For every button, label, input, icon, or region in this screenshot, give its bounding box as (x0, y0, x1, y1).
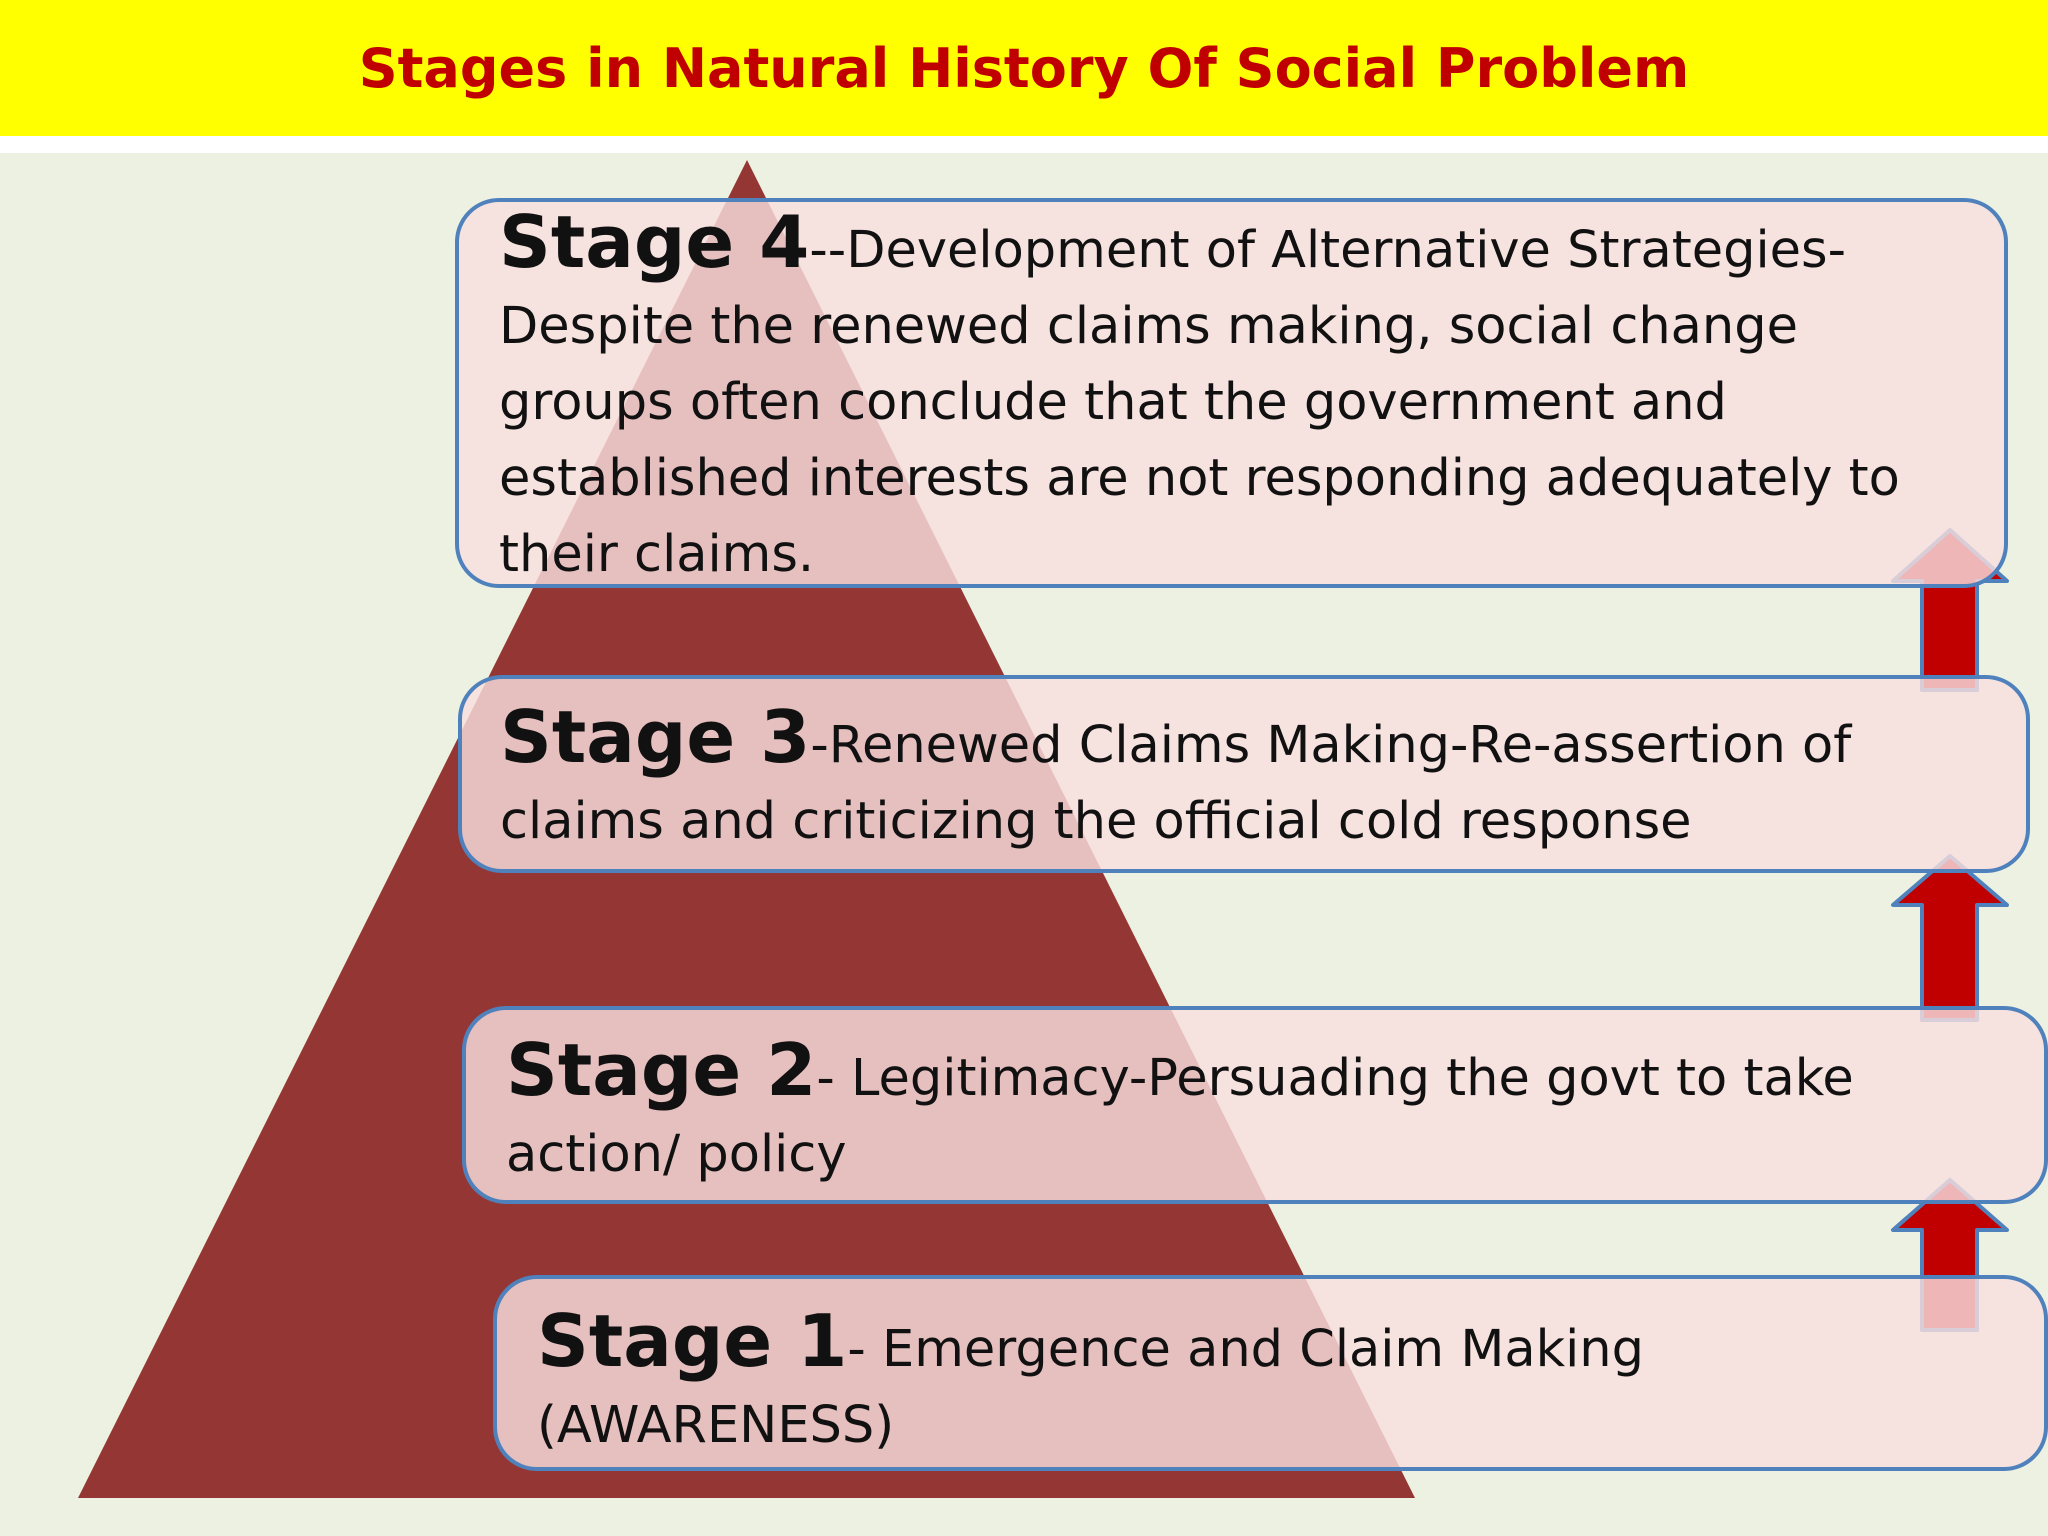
stage-4-label: Stage 4 (499, 200, 810, 284)
stage-1-box: Stage 1- Emergence and Claim Making (AWA… (493, 1275, 2048, 1471)
stage-2-box: Stage 2- Legitimacy-Persuading the govt … (462, 1006, 2048, 1204)
stage-4-description: --Development of Alternative Strategies-… (499, 221, 1900, 584)
stage-1-label: Stage 1 (537, 1299, 848, 1383)
title-bar: Stages in Natural History Of Social Prob… (0, 0, 2048, 136)
stage-4-box: Stage 4--Development of Alternative Stra… (455, 198, 2008, 588)
arrow-up-icon (1891, 854, 2009, 1022)
stage-2-label: Stage 2 (506, 1028, 817, 1112)
stage-2-description: - Legitimacy-Persuading the govt to take… (506, 1049, 1854, 1184)
stage-3-label: Stage 3 (500, 695, 811, 779)
stage-1-description: - Emergence and Claim Making (AWARENESS) (537, 1320, 1644, 1455)
stage-3-box: Stage 3-Renewed Claims Making-Re-asserti… (458, 675, 2030, 873)
stage-3-description: -Renewed Claims Making-Re-assertion of c… (500, 716, 1852, 851)
slide-title: Stages in Natural History Of Social Prob… (358, 36, 1690, 100)
